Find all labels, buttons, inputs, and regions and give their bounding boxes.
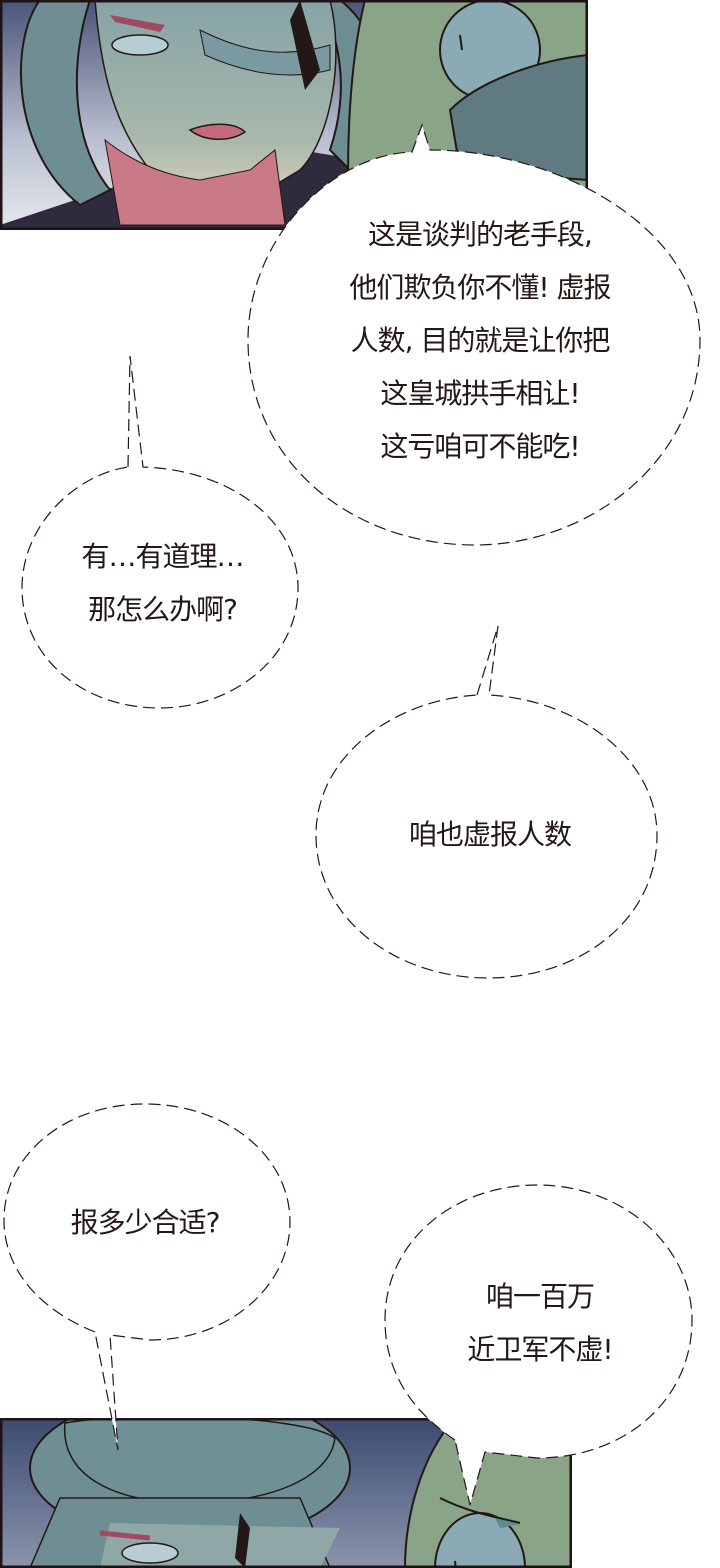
bubble-2-line-2: 那怎么办啊?	[88, 593, 238, 626]
speech-bubble-4-outline	[3, 1103, 291, 1451]
speech-bubble-3: 咱也虚报人数	[340, 808, 640, 861]
bubble-1-line-1: 这是谈判的老手段,	[368, 218, 593, 251]
bubble-2-line-1: 有…有道理…	[81, 540, 244, 573]
bubble-1-line-4: 这皇城拱手相让!	[380, 377, 580, 410]
speech-bubble-3-outline	[315, 625, 658, 979]
speech-bubble-5: 咱一百万 近卫军不虚!	[400, 1270, 680, 1376]
bubble-5-line-2: 近卫军不虚!	[467, 1333, 613, 1366]
speech-bubble-1: 这是谈判的老手段, 他们欺负你不懂! 虚报 人数, 目的就是让你把 这皇城拱手相…	[305, 208, 655, 473]
comic-panel-bottom	[0, 1418, 572, 1568]
bubble-1-line-5: 这亏咱可不能吃!	[380, 430, 580, 463]
comic-panel-top	[0, 0, 588, 230]
panel-art-old-general	[0, 0, 588, 230]
bubble-1-line-3: 人数, 目的就是让你把	[350, 324, 611, 357]
panel-art-general-and-creature	[0, 1418, 572, 1568]
bubble-3-line-1: 咱也虚报人数	[408, 818, 572, 851]
bubble-5-line-1: 咱一百万	[485, 1280, 595, 1313]
speech-bubble-2: 有…有道理… 那怎么办啊?	[40, 530, 285, 636]
speech-bubble-4: 报多少合适?	[20, 1196, 270, 1249]
bubble-1-line-2: 他们欺负你不懂! 虚报	[349, 271, 611, 304]
bubble-4-line-1: 报多少合适?	[70, 1206, 221, 1239]
